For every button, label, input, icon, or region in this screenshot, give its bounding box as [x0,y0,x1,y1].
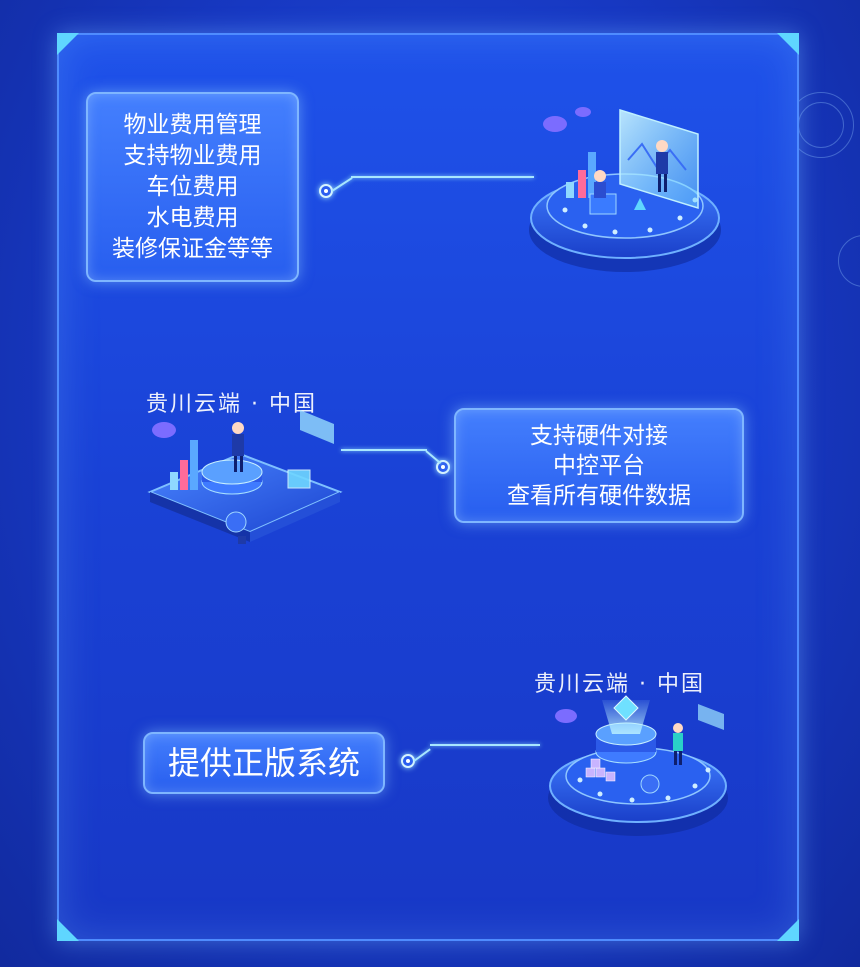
connector-dot [401,754,415,768]
feature-box-licensed-system: 提供正版系统 [143,732,385,794]
corner-accent-bottom-right [777,919,799,941]
feature-text: 物业费用管理 [123,111,262,138]
feature-text: 装修保证金等等 [112,235,273,262]
dashboard-platform-illustration [529,107,721,272]
feature-text: 提供正版系统 [167,744,360,782]
feature-box-fees: 物业费用管理 支持物业费用 车位费用 水电费用 装修保证金等等 [86,92,299,282]
feature-text: 车位费用 [146,173,239,200]
feature-text: 支持物业费用 [123,142,262,169]
watermark-text: 贵川云端 · 中国 [534,672,705,697]
watermark-text: 贵川云端 · 中国 [146,392,317,417]
connector-line [351,176,534,178]
connector-dot [319,184,333,198]
feature-box-hardware: 支持硬件对接 中控平台 查看所有硬件数据 [454,408,744,523]
decor-ring [798,102,844,148]
connector-line [430,744,540,746]
feature-text: 支持硬件对接 [530,422,668,449]
connector-line [341,449,427,451]
system-platform-illustration [548,695,728,836]
corner-accent-top-left [57,33,79,55]
feature-text: 中控平台 [553,452,645,479]
feature-text: 水电费用 [146,204,239,231]
corner-accent-bottom-left [57,919,79,941]
corner-accent-top-right [777,33,799,55]
hardware-platform-illustration [147,410,343,544]
feature-text: 查看所有硬件数据 [507,482,691,509]
